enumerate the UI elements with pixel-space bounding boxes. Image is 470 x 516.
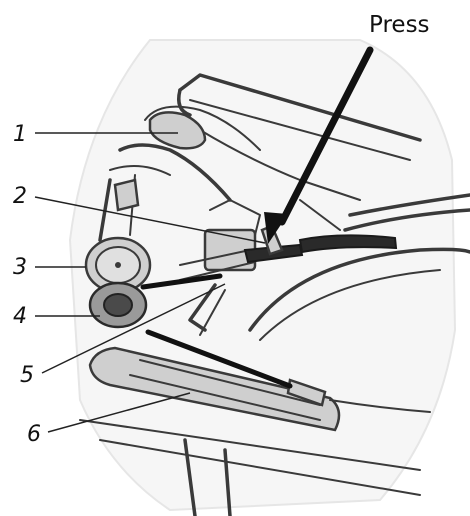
hand-wheel-inner-arc <box>259 269 441 341</box>
hand-wheel-arc <box>248 247 470 332</box>
callout-2: 2 <box>13 184 27 209</box>
part-3-knob <box>84 236 152 294</box>
callout-5: 5 <box>20 363 34 388</box>
part-1-cam <box>148 111 207 150</box>
part-6-rail <box>79 346 431 516</box>
part-4-spool <box>88 281 148 329</box>
side-column <box>98 174 140 242</box>
part-5-arm <box>188 283 226 336</box>
callout-4: 4 <box>13 304 27 329</box>
indicator-lines <box>140 273 293 389</box>
callout-6: 6 <box>27 422 41 447</box>
press-label: Press <box>369 12 430 38</box>
callout-1: 1 <box>13 122 27 147</box>
center-bracket <box>179 199 398 281</box>
press-arrow <box>264 46 374 244</box>
callout-leaders <box>34 132 266 433</box>
callout-3: 3 <box>13 255 27 280</box>
upper-arms <box>109 73 470 232</box>
